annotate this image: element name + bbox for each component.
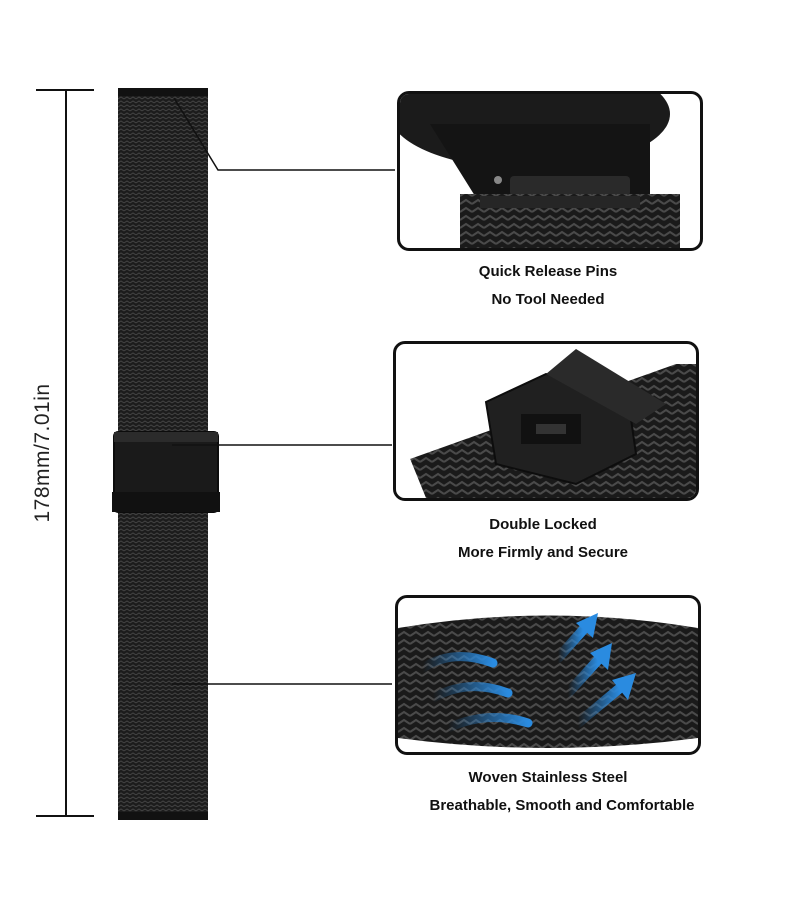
feature-3-title: Woven Stainless Steel bbox=[468, 769, 628, 786]
woven-mesh-image bbox=[395, 595, 701, 755]
feature-1-subtitle: No Tool Needed bbox=[491, 291, 605, 308]
buckle bbox=[112, 431, 220, 513]
feature-2-subtitle: More Firmly and Secure bbox=[457, 544, 629, 561]
airflow-arrows bbox=[418, 613, 636, 733]
dimension-cap-bottom bbox=[36, 815, 94, 817]
double-locked-buckle-image bbox=[393, 341, 699, 501]
quick-release-pins-image bbox=[397, 91, 703, 251]
mesh-strap-image bbox=[112, 88, 220, 820]
feature-2-title: Double Locked bbox=[489, 516, 597, 533]
dimension-cap-top bbox=[36, 89, 94, 91]
dimension-label: 178mm/7.01in bbox=[31, 381, 55, 525]
feature-1-title: Quick Release Pins bbox=[478, 263, 618, 280]
feature-3-subtitle: Breathable, Smooth and Comfortable bbox=[429, 797, 695, 814]
dimension-line bbox=[65, 90, 67, 817]
